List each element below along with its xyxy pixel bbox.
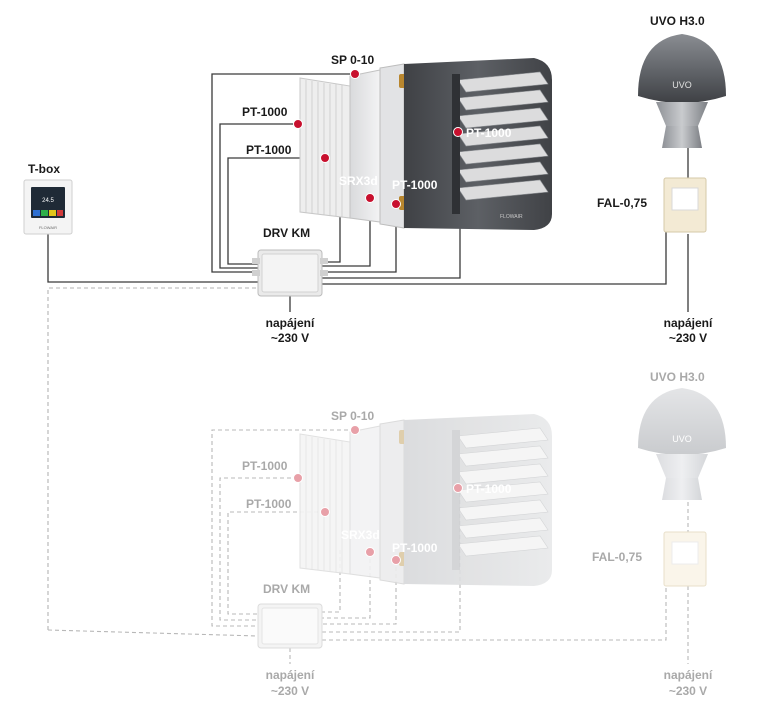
pt-upper-label: PT-1000 xyxy=(242,105,288,119)
pt-heater-label: PT-1000 xyxy=(466,126,512,140)
bottom-fal-transformer-icon xyxy=(663,531,707,587)
bottom-srx-sensor-dot xyxy=(365,547,375,557)
bottom-pt-valve-label: PT-1000 xyxy=(392,541,438,555)
bottom-power-right-line2: ~230 V xyxy=(668,684,708,698)
bottom-fal-label: FAL-0,75 xyxy=(592,550,643,564)
bottom-power-right-line1: napájení xyxy=(663,668,713,682)
tbox-temp: 24.5 xyxy=(42,198,54,204)
bottom-uvo-label: UVO H3.0 xyxy=(650,370,705,384)
bottom-power-left-line2: ~230 V xyxy=(270,684,310,698)
bottom-pt-upper-sensor-dot xyxy=(293,473,303,483)
sp-sensor-dot xyxy=(350,69,360,79)
bottom-pt-upper-label: PT-1000 xyxy=(242,459,288,473)
pt-lower-sensor-dot xyxy=(320,153,330,163)
bottom-pt-lower-sensor-dot xyxy=(320,507,330,517)
bottom-heater-unit-icon xyxy=(299,414,552,586)
bottom-pt-lower-label: PT-1000 xyxy=(246,497,292,511)
tbox-label: T-box xyxy=(28,162,60,176)
uvo-fan-icon: UVO xyxy=(638,34,726,148)
pt-valve-sensor-dot xyxy=(391,199,401,209)
bottom-srx-label: SRX3d xyxy=(341,528,380,542)
bottom-pt-valve-sensor-dot xyxy=(391,555,401,565)
power-right-line1: napájení xyxy=(663,316,713,330)
uvo-label: UVO H3.0 xyxy=(650,14,705,28)
power-left-line2: ~230 V xyxy=(270,331,310,345)
bottom-uvo-fan-icon: UVO xyxy=(638,388,726,500)
top-dashed-bus xyxy=(47,287,256,630)
pt-lower-label: PT-1000 xyxy=(246,143,292,157)
power-right-line2: ~230 V xyxy=(668,331,708,345)
drv-label: DRV KM xyxy=(263,226,311,240)
svg-text:UVO: UVO xyxy=(672,434,692,444)
pt-valve-label: PT-1000 xyxy=(392,178,438,192)
bottom-drv-km-box-icon xyxy=(257,603,323,649)
bottom-sp-label: SP 0-10 xyxy=(331,409,375,423)
bottom-sp-sensor-dot xyxy=(350,425,360,435)
tbox-controller-icon xyxy=(23,179,73,235)
bottom-pt-heater-label: PT-1000 xyxy=(466,482,512,496)
tbox-brand: FLOWAIR xyxy=(39,225,57,230)
top-sensor-dots xyxy=(293,69,463,209)
heater-brand: FLOWAIR xyxy=(500,214,523,220)
bottom-sensor-dots xyxy=(293,425,463,565)
srx-label: SRX3d xyxy=(339,174,378,188)
fal-label: FAL-0,75 xyxy=(597,196,648,210)
sp-label: SP 0-10 xyxy=(331,53,375,67)
srx-sensor-dot xyxy=(365,193,375,203)
pt-heater-sensor-dot xyxy=(453,127,463,137)
power-left-line1: napájení xyxy=(265,316,315,330)
pt-upper-sensor-dot xyxy=(293,119,303,129)
fal-transformer-icon xyxy=(663,177,707,233)
bottom-power-left-line1: napájení xyxy=(265,668,315,682)
bottom-drv-label: DRV KM xyxy=(263,582,311,596)
bottom-pt-heater-sensor-dot xyxy=(453,483,463,493)
svg-text:UVO: UVO xyxy=(672,80,692,90)
drv-km-box-icon xyxy=(252,249,328,297)
heater-unit-icon: FLOWAIR xyxy=(299,58,552,230)
